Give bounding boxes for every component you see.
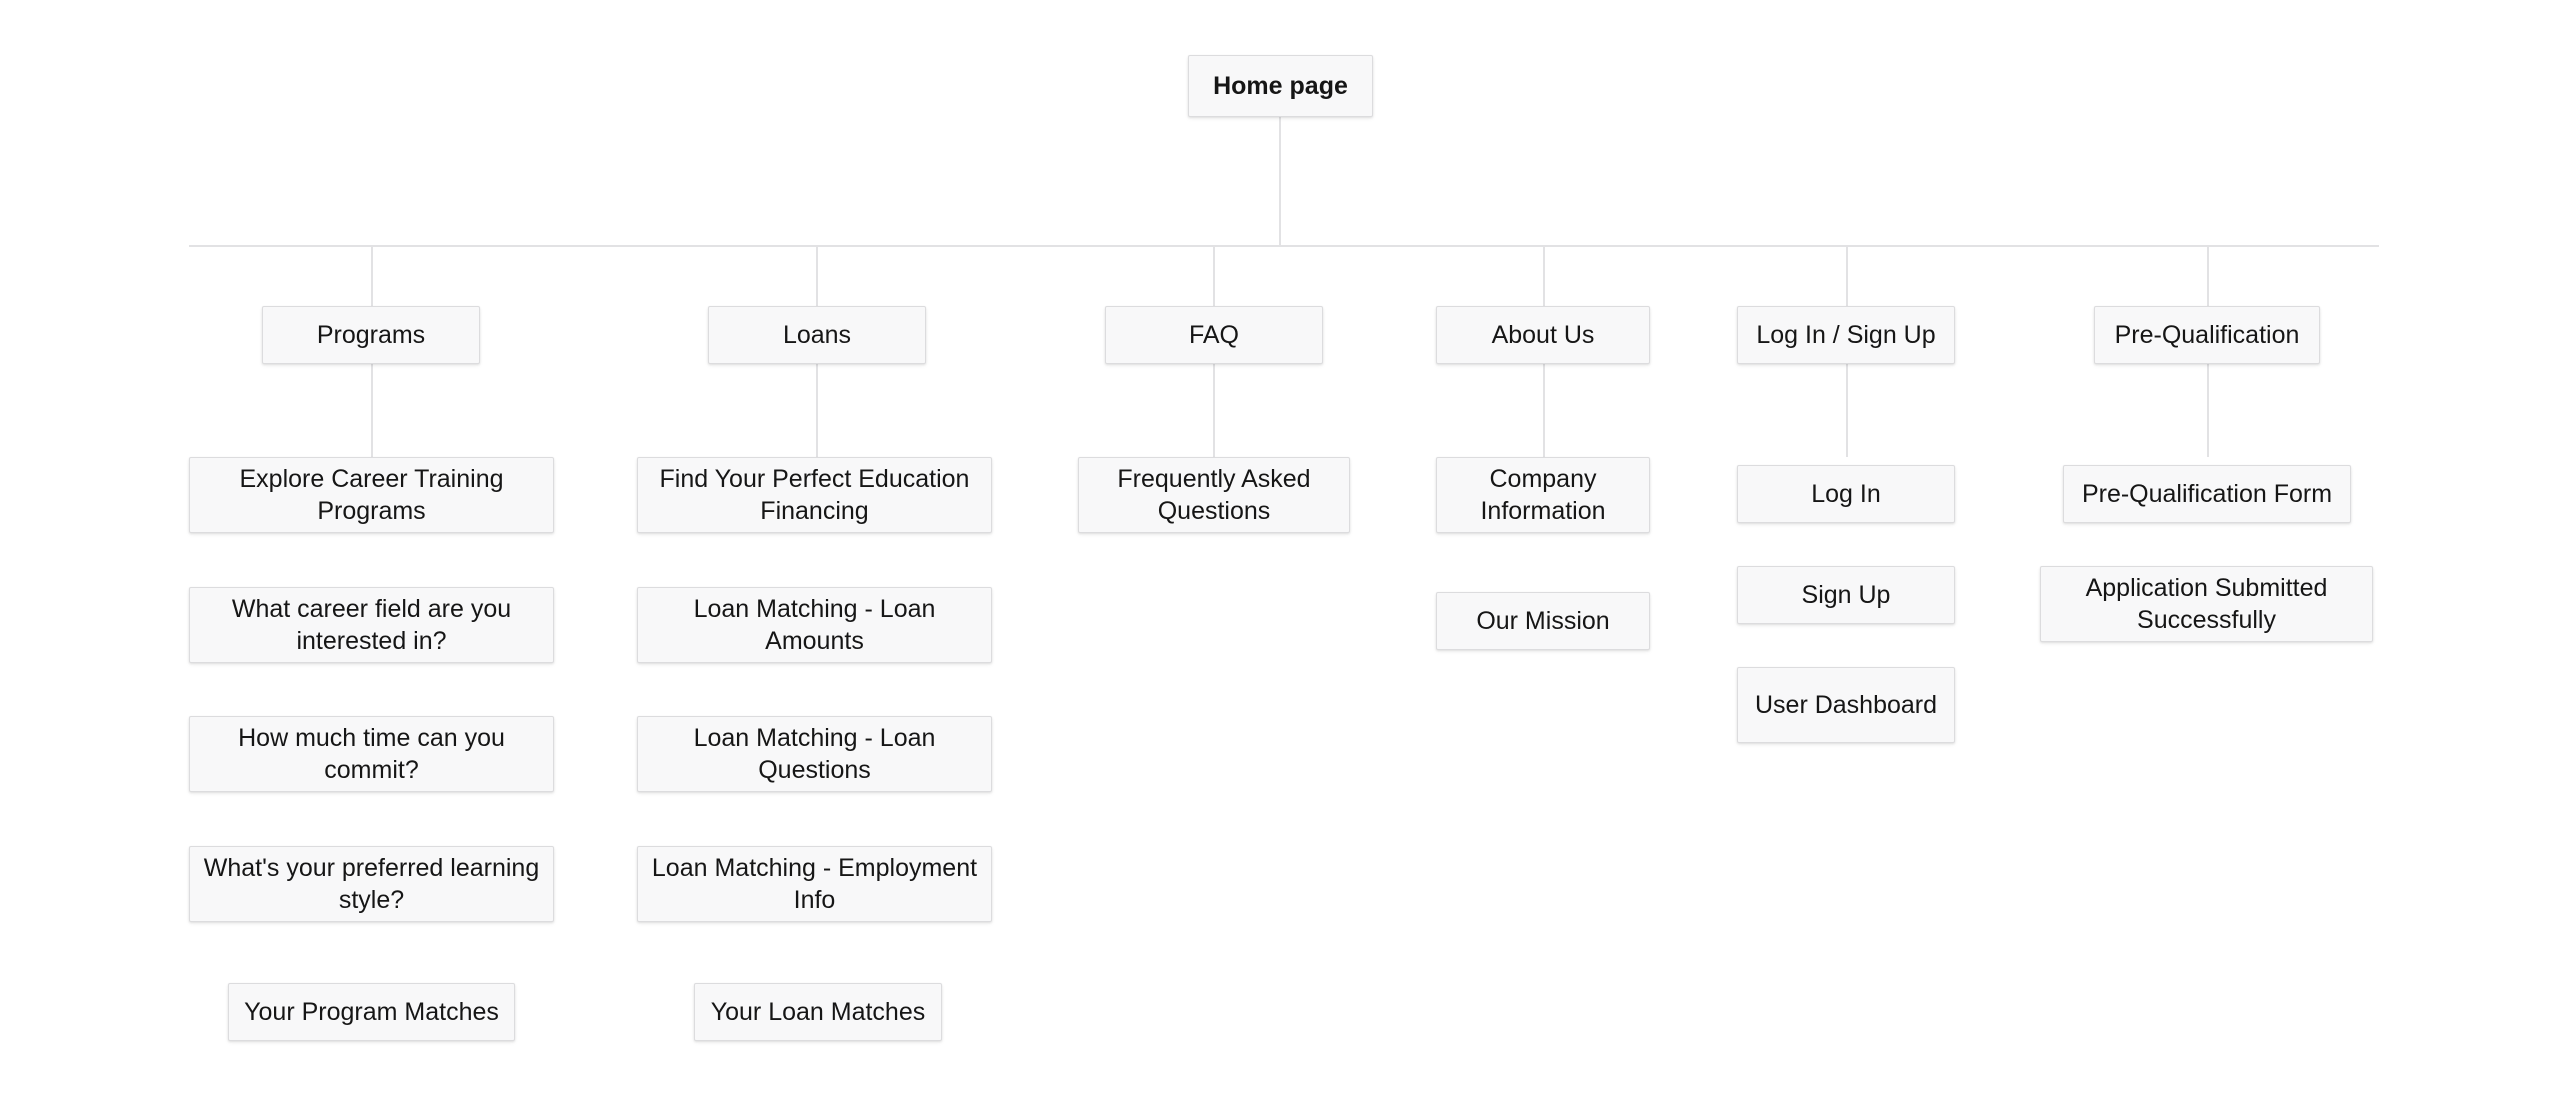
node-company-information[interactable]: Company Information	[1436, 457, 1650, 533]
node-loan-matching-employment-info[interactable]: Loan Matching - Employment Info	[637, 846, 992, 922]
node-what-career-field[interactable]: What career field are you interested in?	[189, 587, 554, 663]
node-log-in-sign-up[interactable]: Log In / Sign Up	[1737, 306, 1955, 364]
node-label: Programs	[316, 320, 426, 349]
connector-loans-to-child	[816, 363, 818, 457]
node-label: FAQ	[1188, 320, 1239, 349]
node-find-your-perfect-education-financing[interactable]: Find Your Perfect Education Financing	[637, 457, 992, 533]
node-label: Your Loan Matches	[710, 997, 926, 1026]
node-application-submitted-successfully[interactable]: Application Submitted Successfully	[2040, 566, 2373, 642]
node-our-mission[interactable]: Our Mission	[1436, 592, 1650, 650]
node-loan-matching-loan-amounts[interactable]: Loan Matching - Loan Amounts	[637, 587, 992, 663]
node-your-program-matches[interactable]: Your Program Matches	[228, 983, 515, 1041]
node-programs[interactable]: Programs	[262, 306, 480, 364]
node-label: Log In	[1811, 479, 1881, 508]
node-label: Loan Matching - Loan Questions	[693, 723, 936, 785]
connector-horizontal-bus	[189, 245, 2379, 247]
connector-root-stem	[1279, 116, 1281, 246]
node-label: Company Information	[1480, 464, 1606, 526]
connector-drop-faq	[1213, 245, 1215, 306]
connector-log-in-sign-up-to-child	[1846, 363, 1848, 457]
node-label: Frequently Asked Questions	[1117, 464, 1311, 526]
node-label: User Dashboard	[1754, 690, 1938, 719]
node-preferred-learning-style[interactable]: What's your preferred learning style?	[189, 846, 554, 922]
node-label: Application Submitted Successfully	[2085, 573, 2328, 635]
node-how-much-time-commit[interactable]: How much time can you commit?	[189, 716, 554, 792]
connector-programs-to-child	[371, 363, 373, 457]
connector-about-us-to-child	[1543, 363, 1545, 457]
connector-drop-pre-qualification	[2207, 245, 2209, 306]
connector-pre-qualification-to-child	[2207, 363, 2209, 457]
node-loan-matching-loan-questions[interactable]: Loan Matching - Loan Questions	[637, 716, 992, 792]
node-label: Sign Up	[1801, 580, 1891, 609]
node-label: Loan Matching - Employment Info	[651, 853, 978, 915]
node-label: About Us	[1491, 320, 1595, 349]
node-faq[interactable]: FAQ	[1105, 306, 1323, 364]
node-user-dashboard[interactable]: User Dashboard	[1737, 667, 1955, 743]
connector-drop-about-us	[1543, 245, 1545, 306]
node-label: Loan Matching - Loan Amounts	[693, 594, 936, 656]
node-label: Find Your Perfect Education Financing	[659, 464, 970, 526]
node-label: Loans	[782, 320, 852, 349]
node-explore-career-training-programs[interactable]: Explore Career Training Programs	[189, 457, 554, 533]
node-your-loan-matches[interactable]: Your Loan Matches	[694, 983, 942, 1041]
node-about-us[interactable]: About Us	[1436, 306, 1650, 364]
node-label: What's your preferred learning style?	[203, 853, 540, 915]
node-log-in[interactable]: Log In	[1737, 465, 1955, 523]
node-label: Explore Career Training Programs	[239, 464, 504, 526]
node-label: Pre-Qualification Form	[2081, 479, 2333, 508]
node-label: Log In / Sign Up	[1756, 320, 1936, 349]
node-label: How much time can you commit?	[238, 723, 505, 785]
node-pre-qualification[interactable]: Pre-Qualification	[2094, 306, 2320, 364]
node-label: Your Program Matches	[244, 997, 499, 1026]
connector-faq-to-child	[1213, 363, 1215, 457]
node-label: Our Mission	[1476, 606, 1610, 635]
node-frequently-asked-questions[interactable]: Frequently Asked Questions	[1078, 457, 1350, 533]
node-home-page[interactable]: Home page	[1188, 55, 1373, 117]
connector-drop-programs	[371, 245, 373, 306]
node-loans[interactable]: Loans	[708, 306, 926, 364]
node-label: Pre-Qualification	[2114, 320, 2300, 349]
node-sign-up[interactable]: Sign Up	[1737, 566, 1955, 624]
connector-drop-log-in-sign-up	[1846, 245, 1848, 306]
node-label: What career field are you interested in?	[231, 594, 512, 656]
connector-drop-loans	[816, 245, 818, 306]
node-label: Home page	[1213, 71, 1348, 100]
node-pre-qualification-form[interactable]: Pre-Qualification Form	[2063, 465, 2351, 523]
